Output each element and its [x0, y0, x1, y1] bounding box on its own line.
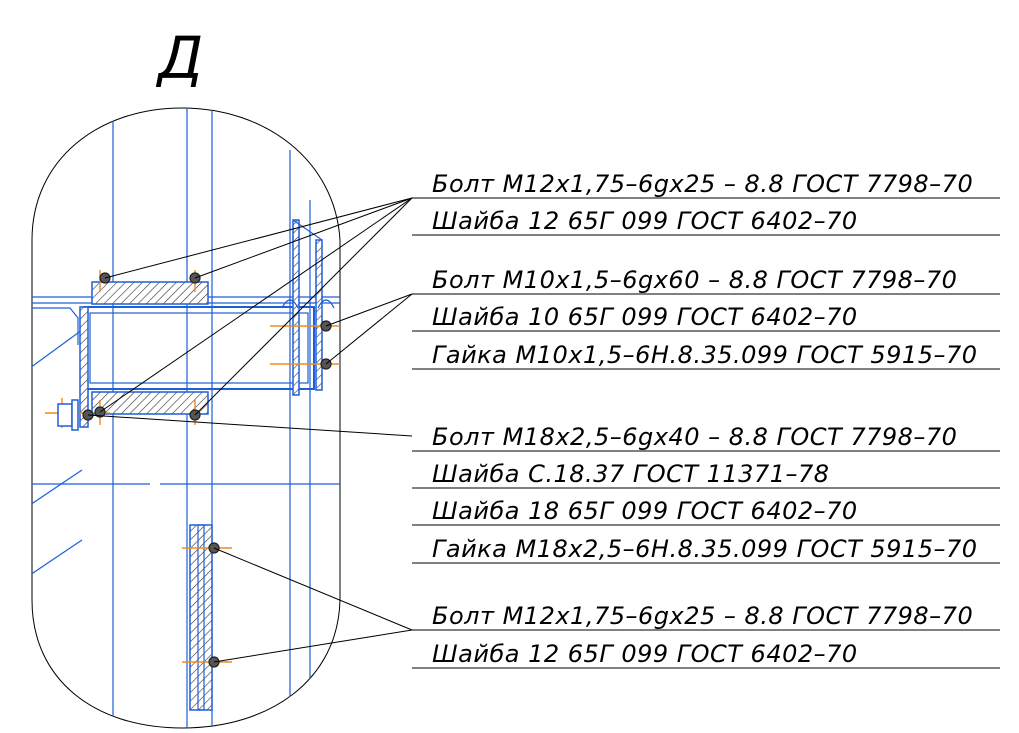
m18-washer: [71, 399, 79, 431]
callout-line: Болт М10х1,5–6gх60 – 8.8 ГОСТ 7798–70: [432, 266, 957, 294]
callout-line: Шайба 12 65Г 099 ГОСТ 6402–70: [432, 640, 858, 668]
detail-geometry: [32, 108, 340, 728]
callout-line: Шайба 12 65Г 099 ГОСТ 6402–70: [432, 207, 858, 235]
callout-line: Болт М12х1,75–6gх25 – 8.8 ГОСТ 7798–70: [432, 602, 973, 630]
callout-group-4: Болт М12х1,75–6gх25 – 8.8 ГОСТ 7798–70 Ш…: [412, 602, 1000, 669]
callout-line: Болт М18х2,5–6gх40 – 8.8 ГОСТ 7798–70: [432, 423, 957, 451]
callout-line: Шайба 10 65Г 099 ГОСТ 6402–70: [432, 303, 858, 331]
leaders-group-1: [99, 197, 413, 416]
view-label: Д: [155, 24, 203, 92]
callout-group-3: Болт М18х2,5–6gх40 – 8.8 ГОСТ 7798–70 Ша…: [412, 423, 1000, 564]
detail-boundary: [31, 107, 341, 729]
callout-group-2: Болт М10х1,5–6gх60 – 8.8 ГОСТ 7798–70 Ша…: [412, 266, 1000, 370]
callout-line: Гайка М10х1,5–6Н.8.35.099 ГОСТ 5915–70: [432, 341, 978, 369]
callout-line: Шайба 18 65Г 099 ГОСТ 6402–70: [432, 497, 858, 525]
leaders-group-3: [87, 414, 413, 437]
callout-line: Шайба С.18.37 ГОСТ 11371–78: [432, 460, 830, 488]
callout-group-1: Болт М12х1,75–6gх25 – 8.8 ГОСТ 7798–70 Ш…: [412, 170, 1000, 236]
callout-line: Болт М12х1,75–6gх25 – 8.8 ГОСТ 7798–70: [432, 170, 973, 198]
leaders-group-4: [213, 547, 413, 663]
callout-line: Гайка М18х2,5–6Н.8.35.099 ГОСТ 5915–70: [432, 535, 978, 563]
leaders-group-2: [325, 293, 413, 365]
m18-nut: [57, 403, 73, 427]
